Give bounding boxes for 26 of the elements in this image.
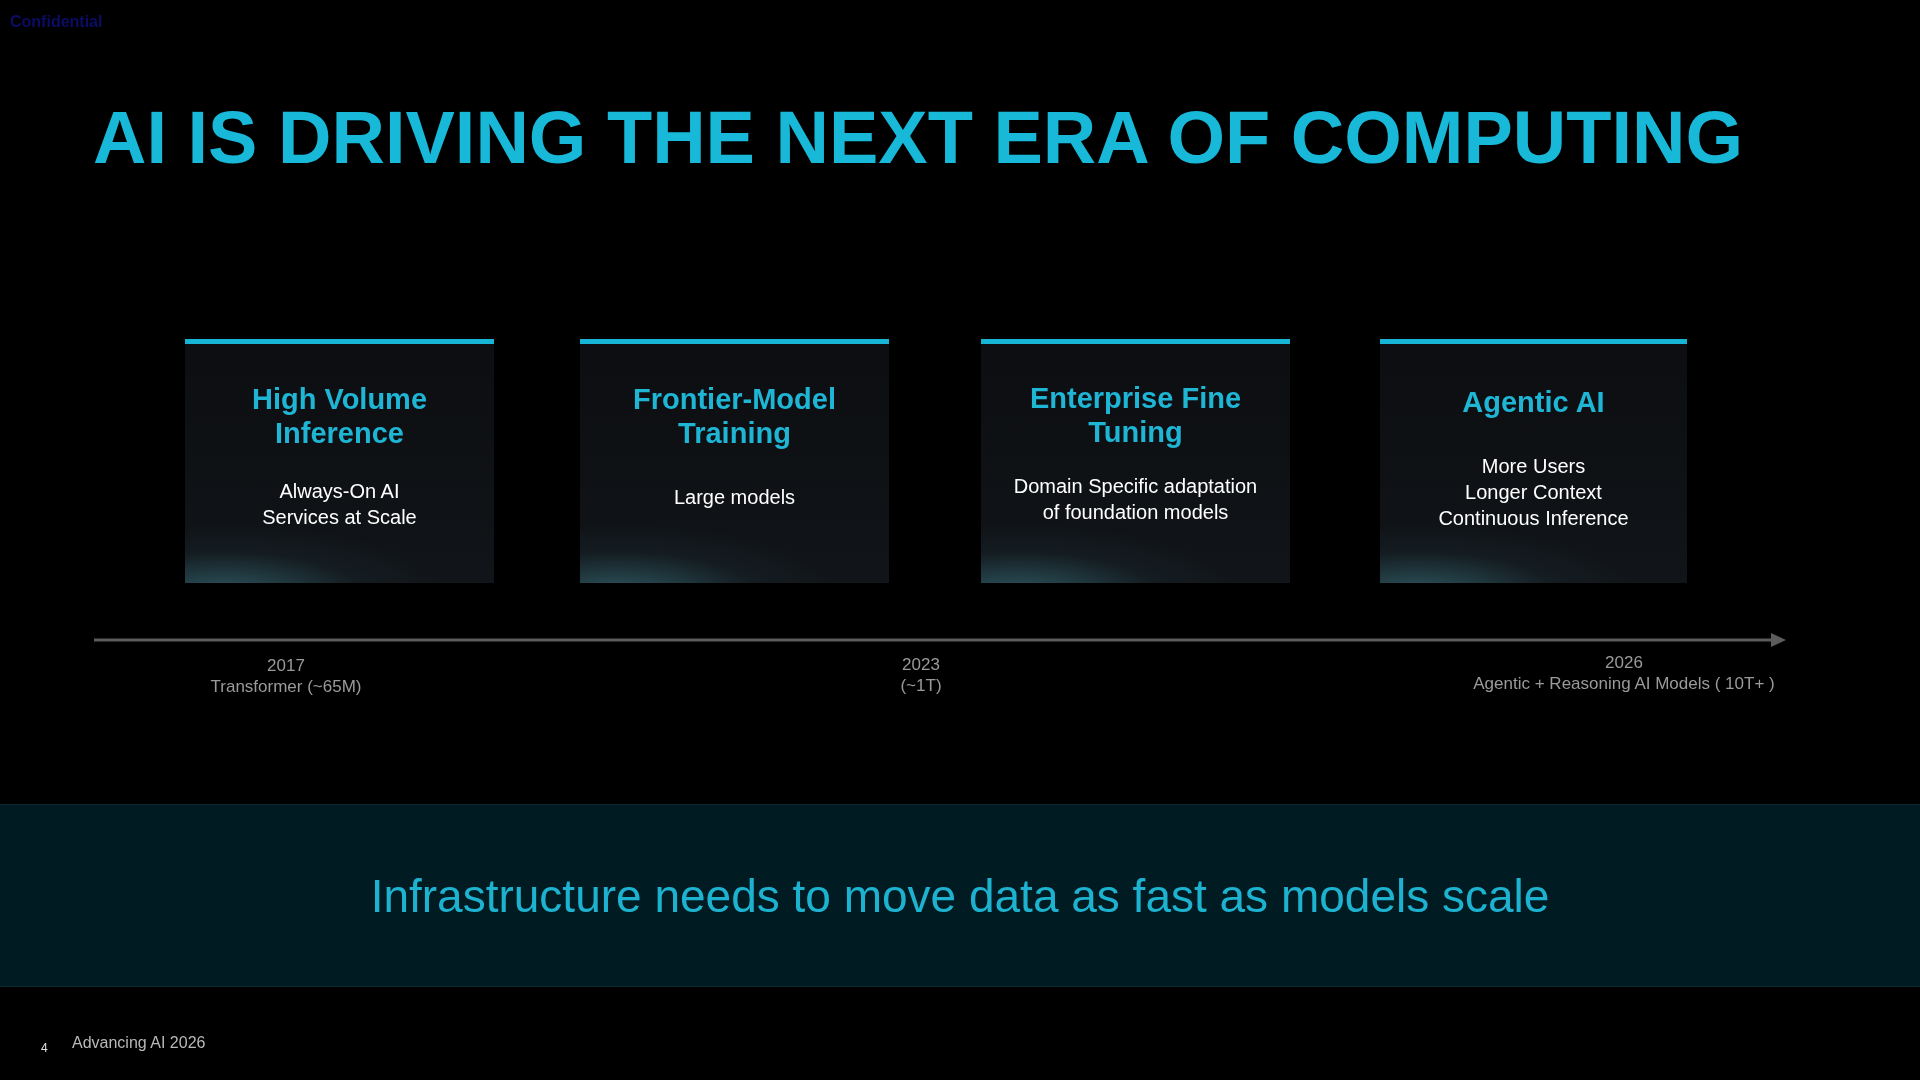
card xyxy=(981,339,1290,583)
card xyxy=(185,339,494,583)
banner xyxy=(0,804,1920,987)
confidentiality-notice: Confidential xyxy=(10,12,103,31)
banner-text: Infrastructure needs to move data as fast as models scale xyxy=(370,868,1550,923)
year-label: 2026 xyxy=(1605,653,1643,673)
card-heading: Enterprise Fine Tuning xyxy=(1028,381,1243,449)
card-text: More Users xyxy=(1480,454,1587,479)
card-text: Always-On AI Services at Scale xyxy=(261,479,418,530)
page-number: 4 xyxy=(41,1041,48,1055)
milestone-label: Transformer (~65M) xyxy=(210,677,362,697)
card-text: Longer Context xyxy=(1464,480,1603,505)
slide-title: AI IS DRIVING THE NEXT ERA OF COMPUTING xyxy=(93,96,1743,180)
milestone-label: Agentic + Reasoning AI Models ( 10T+ ) xyxy=(1473,674,1775,694)
card-heading: Frontier-Model Training xyxy=(632,382,837,450)
card-text: Domain Specific adaptation of foundation models xyxy=(1012,474,1259,525)
card-text: Continuous Inference xyxy=(1437,506,1630,531)
footer-text: Advancing AI 2026 xyxy=(72,1033,206,1052)
milestone-label: (~1T) xyxy=(900,676,942,696)
card xyxy=(580,339,889,583)
card xyxy=(1380,339,1687,583)
card-heading: Agentic AI xyxy=(1461,385,1606,419)
year-label: 2017 xyxy=(267,656,305,676)
card-heading: High Volume Inference xyxy=(250,382,429,450)
year-label: 2023 xyxy=(902,655,940,675)
card-text: Large models xyxy=(672,485,797,510)
